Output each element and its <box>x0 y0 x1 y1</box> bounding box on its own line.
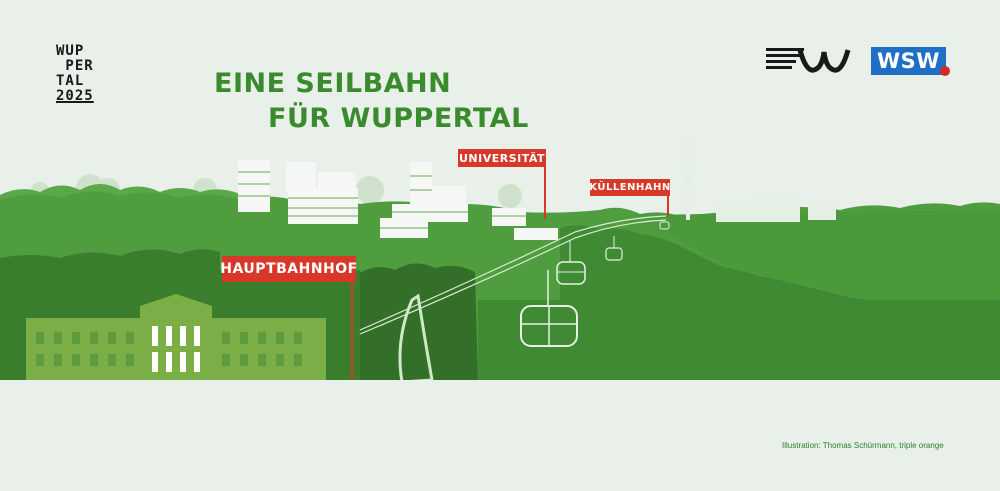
wsw-logo-dot-icon <box>940 66 950 76</box>
schwebebahn-logo-icon <box>766 48 851 73</box>
forest-far-right <box>640 210 1000 320</box>
wuppertal-2025-logo: WUP PER TAL 2025 <box>56 44 94 104</box>
gondola-tiny <box>659 221 670 230</box>
station-sign-universitaet: UNIVERSITÄT <box>458 149 546 167</box>
gondola-medium <box>556 240 586 285</box>
station-sign-hauptbahnhof: HAUPTBAHNHOF <box>220 256 357 282</box>
wsw-logo-text: WSW <box>877 49 940 73</box>
headline-line-1: EINE SEILBAHN <box>214 68 452 99</box>
headline-line-2: FÜR WUPPERTAL <box>268 103 529 134</box>
illustration-credit: Illustration: Thomas Schürmann, triple o… <box>782 441 944 450</box>
forest-dark-center <box>355 263 478 380</box>
university-windows <box>238 171 526 229</box>
ground <box>0 380 1000 491</box>
logo-line-1: WUP <box>56 43 85 59</box>
cableway-pylon <box>398 293 434 384</box>
logo-line-2: PER <box>56 58 94 74</box>
logo-line-3: TAL <box>56 73 85 89</box>
university-buildings <box>238 160 558 240</box>
forest-lower-band <box>478 300 1000 380</box>
logo-year: 2025 <box>56 88 94 104</box>
gondola-large <box>520 270 578 347</box>
station-sign-poles <box>351 167 669 386</box>
gondola-small <box>605 236 623 261</box>
kuellenhahn-buildings <box>716 198 836 222</box>
cableway-cables <box>359 215 667 335</box>
wsw-logo: WSW <box>871 47 946 75</box>
tv-tower <box>682 140 694 220</box>
hauptbahnhof-building <box>26 294 326 380</box>
station-sign-kuellenhahn: KÜLLENHAHN <box>589 179 670 196</box>
